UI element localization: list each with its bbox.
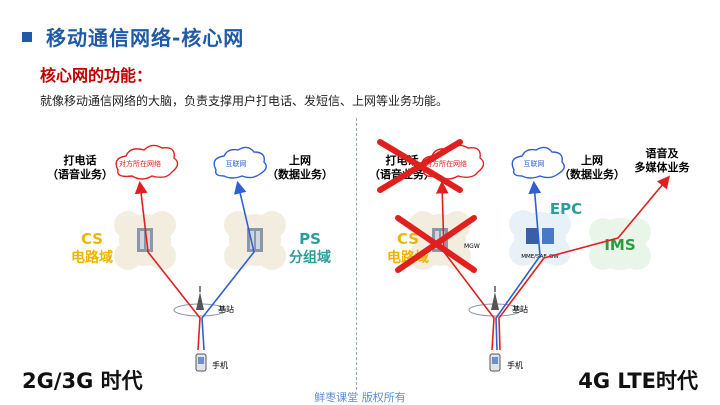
left-data-sublabel: （数据业务） — [267, 167, 333, 181]
era-label-2g3g: 2G/3G 时代 — [22, 369, 143, 393]
right-base-station-label: 基站 — [512, 304, 528, 314]
cross-cs-icon — [395, 215, 477, 273]
section-description: 就像移动通信网络的大脑，负责支撑用户打电话、发短信、上网等业务功能。 — [40, 94, 449, 108]
left-peer-cloud: 对方所在网络 — [115, 144, 179, 180]
right-epc-node — [509, 210, 571, 266]
right-internet-cloud: 互联网 — [511, 146, 565, 179]
left-cs-label: CS — [81, 230, 103, 248]
right-data-label: 上网 — [581, 153, 603, 167]
title-row: 移动通信网络-核心网 — [22, 22, 244, 51]
right-data-path — [495, 180, 542, 351]
left-call-sublabel: （语音业务） — [47, 167, 113, 181]
right-phone-label: 手机 — [507, 360, 523, 370]
left-phone-icon — [195, 353, 207, 372]
right-panel: 打电话 （语音业务） 对方所在网络 互联网 上网 （数据业务） 语音及 多媒体业… — [369, 139, 691, 372]
cross-call-icon — [377, 139, 463, 193]
left-ps-node — [224, 211, 286, 270]
right-old-voice-path — [435, 180, 495, 351]
right-data-sublabel: （数据业务） — [559, 167, 625, 181]
right-phone-icon — [489, 353, 501, 372]
left-base-station-label: 基站 — [218, 304, 234, 314]
right-media-path — [498, 175, 671, 351]
left-ps-label: PS — [299, 230, 321, 248]
right-peer-cloud-label: 对方所在网络 — [425, 159, 467, 168]
page-title: 移动通信网络-核心网 — [46, 26, 245, 50]
right-mme-label: MME/SAE-GW — [521, 254, 559, 260]
title-bullet — [22, 31, 32, 42]
left-call-label: 打电话 — [64, 153, 97, 167]
right-internet-cloud-label: 互联网 — [524, 159, 545, 168]
left-peer-cloud-label: 对方所在网络 — [119, 159, 161, 168]
left-base-station-icon — [173, 286, 227, 317]
left-phone-label: 手机 — [212, 360, 228, 370]
left-data-path — [201, 180, 255, 351]
era-divider — [356, 118, 357, 390]
left-data-label: 上网 — [289, 153, 311, 167]
right-ims-node — [589, 218, 651, 270]
right-media-sublabel: 多媒体业务 — [635, 160, 691, 174]
left-internet-cloud-label: 互联网 — [226, 159, 247, 168]
right-mgw-label: MGW — [464, 243, 480, 250]
right-cs-label: CS — [397, 230, 419, 248]
left-cs-node — [114, 211, 176, 270]
footer-copyright: 鲜枣课堂 版权所有 — [314, 391, 406, 404]
section-subtitle: 核心网的功能： — [40, 66, 153, 85]
era-label-4g: 4G LTE时代 — [578, 369, 698, 393]
right-ims-label: IMS — [604, 236, 635, 254]
right-epc-label: EPC — [550, 200, 582, 218]
right-base-station-icon — [468, 286, 522, 317]
left-ps-sublabel: 分组域 — [289, 249, 331, 266]
left-voice-path — [134, 180, 201, 351]
left-panel: 打电话 （语音业务） 对方所在网络 互联网 上网 （数据业务） CS 电路域 — [47, 144, 333, 372]
left-cs-sublabel: 电路域 — [71, 249, 113, 266]
right-media-label: 语音及 — [646, 146, 680, 160]
left-internet-cloud: 互联网 — [213, 146, 267, 179]
